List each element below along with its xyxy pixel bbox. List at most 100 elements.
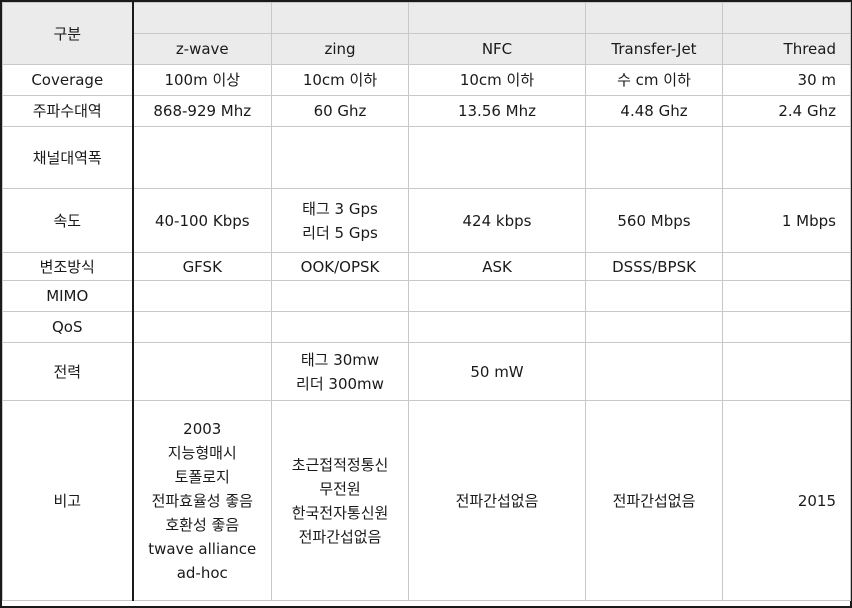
cell-text: 50 mW: [470, 362, 524, 381]
cell-text: ad-hoc: [176, 563, 228, 582]
table-cell: [132, 126, 272, 189]
cell-text: 2.4 Ghz: [778, 102, 836, 120]
table-cell: [408, 311, 586, 343]
table-cell: [132, 342, 272, 401]
table-cell: [585, 126, 723, 189]
cell-text: 지능형매시: [167, 443, 237, 462]
row-label: 전력: [2, 342, 134, 401]
cell-text: 2015: [797, 491, 836, 510]
table-cell: [408, 126, 586, 189]
table-cell: [585, 311, 723, 343]
table-cell: [722, 311, 851, 343]
table-cell: 40-100 Kbps: [132, 188, 272, 253]
cell-text: 전파간섭없음: [455, 491, 539, 510]
table-cell: 868-929 Mhz: [132, 95, 272, 127]
cell-text: 호환성 좋음: [165, 515, 240, 534]
cell-text: OOK/OPSK: [300, 257, 380, 276]
table-cell: 100m 이상: [132, 64, 272, 96]
cell-text: 40-100 Kbps: [154, 211, 250, 230]
cell-text: twave alliance: [148, 539, 257, 558]
header-blank: [132, 2, 272, 34]
table-cell: [722, 126, 851, 189]
table-cell: [271, 280, 409, 312]
column-header: zing: [271, 33, 409, 65]
table-cell: ASK: [408, 252, 586, 281]
cell-text: 868-929 Mhz: [153, 102, 252, 120]
row-label: 채널대역폭: [2, 126, 134, 189]
cell-text: 리더 300mw: [296, 374, 384, 393]
cell-text: 10cm 이하: [459, 71, 535, 89]
cell-text: 리더 5 Gps: [302, 223, 378, 242]
table-cell: 50 mW: [408, 342, 586, 401]
cell-text: 30 m: [797, 71, 836, 89]
table-cell: DSSS/BPSK: [585, 252, 723, 281]
table-row: 채널대역폭: [2, 126, 851, 189]
table-row: 주파수대역 868-929 Mhz 60 Ghz 13.56 Mhz 4.48 Ghz 2…: [2, 95, 851, 127]
header-blank: [271, 2, 409, 34]
table-cell: [722, 342, 851, 401]
table-cell: [585, 342, 723, 401]
header-blank: [585, 2, 723, 34]
table-cell: [722, 280, 851, 312]
cell-text: 초근접적정통신: [291, 455, 389, 474]
table-cell: 태그 3 Gps 리더 5 Gps: [271, 188, 409, 253]
table-cell: OOK/OPSK: [271, 252, 409, 281]
table-cell: [132, 280, 272, 312]
cell-text: ASK: [482, 257, 512, 276]
header-category: 구분: [2, 2, 134, 65]
table-cell: 424 kbps: [408, 188, 586, 253]
table-cell: 30 m: [722, 64, 851, 96]
table-cell: 560 Mbps: [585, 188, 723, 253]
cell-text: 전파간섭없음: [612, 491, 696, 510]
table-cell: [271, 126, 409, 189]
cell-text: 560 Mbps: [617, 211, 691, 230]
row-label: 비고: [2, 400, 134, 601]
table-row: Coverage 100m 이상 10cm 이하 10cm 이하 수 cm 이하 30 m: [2, 64, 851, 96]
row-label: 주파수대역: [2, 95, 134, 127]
cell-text: 60 Ghz: [313, 102, 367, 120]
table-row: 변조방식 GFSK OOK/OPSK ASK DSSS/BPSK: [2, 252, 851, 281]
table-cell: 1 Mbps: [722, 188, 851, 253]
cell-text: 10cm 이하: [302, 71, 378, 89]
table-row: 속도 40-100 Kbps 태그 3 Gps 리더 5 Gps 424 kbps 560…: [2, 188, 851, 253]
column-header: Thread: [722, 33, 851, 65]
cell-text: 2003: [183, 419, 222, 438]
table-cell: [132, 311, 272, 343]
table-cell: 4.48 Ghz: [585, 95, 723, 127]
table-cell: 전파간섭없음: [408, 400, 586, 601]
table-cell: 10cm 이하: [408, 64, 586, 96]
row-label: 속도: [2, 188, 134, 253]
cell-text: 424 kbps: [462, 211, 532, 230]
header-row-top: 구분: [2, 2, 851, 65]
table-cell: 2.4 Ghz: [722, 95, 851, 127]
cell-text: 한국전자통신원: [291, 503, 389, 522]
table-cell: GFSK: [132, 252, 272, 281]
table-cell: 60 Ghz: [271, 95, 409, 127]
table-cell: 13.56 Mhz: [408, 95, 586, 127]
table-cell: [271, 311, 409, 343]
table-cell: 수 cm 이하: [585, 64, 723, 96]
table-row: MIMO: [2, 280, 851, 312]
header-blank: [722, 2, 851, 34]
cell-text: 13.56 Mhz: [457, 102, 537, 120]
cell-text: 100m 이상: [164, 71, 241, 89]
table-cell: [585, 280, 723, 312]
table-cell: [408, 280, 586, 312]
cell-text: DSSS/BPSK: [612, 257, 696, 276]
cell-text: GFSK: [182, 257, 222, 276]
table-cell: 전파간섭없음: [585, 400, 723, 601]
row-label: Coverage: [2, 64, 134, 96]
column-header: z-wave: [132, 33, 272, 65]
cell-text: 전파효율성 좋음: [151, 491, 253, 510]
row-label: QoS: [2, 311, 134, 343]
table-cell: [722, 252, 851, 281]
cell-text: 4.48 Ghz: [620, 102, 688, 120]
row-label: 변조방식: [2, 252, 134, 281]
cell-text: 태그 3 Gps: [302, 199, 378, 218]
column-header: Transfer-Jet: [585, 33, 723, 65]
